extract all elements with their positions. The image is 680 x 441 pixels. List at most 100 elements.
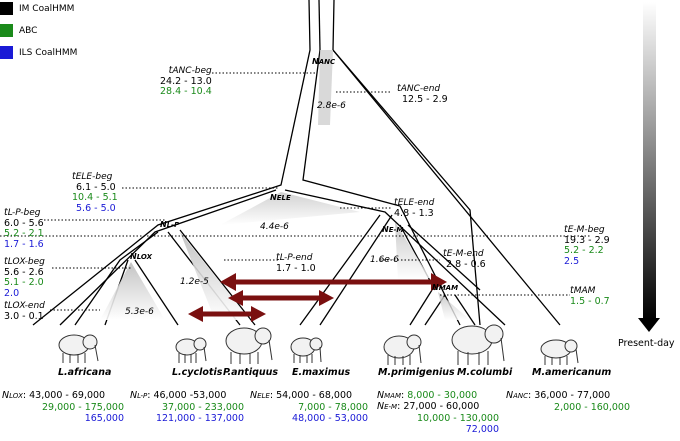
node-lp-n: N [160,220,167,229]
species-m-primigenius: M.primigenius [378,367,455,378]
elephant-icon-m-primigenius [383,334,422,365]
present-day-label: Present-day [618,338,675,349]
popsize-lox-v3: 165,000 [84,413,124,424]
species-e-maximus: E.maximus [292,367,351,378]
time-ele-beg-v1: 6.1 - 5.0 [76,181,116,193]
time-em-beg-sub: E-M-beg [567,225,605,235]
time-mam-t: t [570,285,574,296]
time-lp-end-head: tL-P-end [276,252,316,264]
time-arrow-head [638,318,660,332]
time-lp-end: tL-P-end 1.7 - 1.0 [276,252,316,274]
time-mam-v1: 1.5 - 0.7 [570,295,610,307]
popsize-em-head: NE-M: 27,000 - 60,000 [377,401,499,413]
mam-shade [438,292,470,320]
popsize-em-v1: : 27,000 - 60,000 [397,401,480,412]
time-lox-beg-t: t [4,256,8,267]
time-em-end-head: tE-M-end [443,248,486,260]
species-m-americanum: M.americanum [532,367,612,378]
popsize-lox-v1: : 43,000 - 69,000 [22,390,106,401]
species-l-cyclotis: L.cyclotis [172,367,223,378]
time-anc-beg-v2: 28.4 - 10.4 [160,86,212,97]
time-anc-beg-sub: ANC-beg [172,66,212,76]
time-lox-beg-v2: 5.1 - 2.0 [4,277,44,288]
rate-lp-end: 1.2e-5 [180,277,209,287]
time-em-beg: tE-M-beg 19.3 - 2.9 5.2 - 2.2 2.5 [564,224,610,267]
popsize-ele-n: N [250,390,258,401]
time-em-beg-v1: 19.3 - 2.9 [564,234,610,246]
time-gradient-bar [643,2,656,320]
time-anc-beg: tANC-beg 24.2 - 13.0 28.4 - 10.4 [160,65,212,98]
time-lp-beg-head: tL-P-beg [4,207,44,219]
rate-lox: 5.3e-6 [125,307,154,317]
time-em-end-t: t [443,248,447,259]
time-mam-head: tMAM [570,285,610,297]
tree-branches [32,0,561,326]
popsize-em: NE-M: 27,000 - 60,000 10,000 - 130,000 7… [377,401,499,435]
time-lox-end-v1: 3.0 - 0.1 [4,310,44,322]
time-em-end: tE-M-end 2.8 - 0.6 [443,248,486,270]
elephant-icon-m-americanum [540,339,579,365]
node-lox: NLOX [130,252,152,261]
time-em-beg-head: tE-M-beg [564,224,610,236]
arrow-head-lp-em-right [319,290,334,306]
time-ele-beg-v3: 5.6 - 5.0 [76,202,116,214]
time-lp-end-t: t [276,252,280,263]
node-lox-sub: LOX [136,253,153,261]
node-ele: NELE [270,193,291,202]
popsize-lox-sub: LOX [9,392,23,400]
time-anc-end-v1: 12.5 - 2.9 [402,93,448,105]
time-ele-end: tELE-end 4.8 - 1.3 [394,197,434,219]
popsize-lox-n: N [2,390,10,401]
legend-label-ils: ILS CoalHMM [19,48,78,58]
node-lox-n: N [130,252,137,261]
time-anc-end-sub: ANC-end [400,84,441,94]
popsize-lp-head: NL-P: 46,000 -53,000 [130,390,244,402]
time-lp-beg-sub: L-P-beg [7,208,41,218]
popsize-ele: NELE: 54,000 - 68,000 7,000 - 78,000 48,… [250,390,368,424]
popsize-mam-n: N [377,390,385,401]
node-anc-n: N [312,57,319,66]
popsize-lp-sub: L-P [137,392,148,400]
popsize-ele-head: NELE: 54,000 - 68,000 [250,390,368,402]
time-lox-beg-v1: 5.6 - 2.6 [4,266,44,278]
time-anc-beg-t: t [168,65,173,76]
time-lox-beg-v3: 2.0 [4,287,20,299]
time-ele-beg: tELE-beg 6.1 - 5.0 10.4 - 5.1 5.6 - 5.0 [72,171,118,214]
time-em-end-v1: 2.8 - 0.6 [446,258,486,270]
arrow-head-lox-lp-right [251,306,266,322]
node-mam: NMAM [432,283,458,292]
time-ele-beg-t: t [72,171,76,182]
popsize-anc-n: N [506,390,514,401]
node-lp-sub: L-P [166,221,180,229]
dotted-time-lines [0,72,590,311]
time-lox-beg-sub: LOX-beg [7,257,45,267]
legend-label-im: IM CoalHMM [19,4,75,14]
popsize-em-v2: 10,000 - 130,000 [417,413,499,424]
ele-shade [220,192,360,225]
popsize-mam-v2: 8,000 - 30,000 [407,390,478,401]
time-lp-beg: tL-P-beg 6.0 - 5.6 5.2 - 2.1 1.7 - 1.6 [4,207,44,250]
time-ele-end-head: tELE-end [394,197,434,209]
rate-ele: 4.4e-6 [260,222,289,232]
time-anc-end-head: tANC-end [397,83,448,95]
time-ele-end-t: t [394,197,398,208]
time-lp-beg-t: t [4,207,8,218]
legend-label-abc: ABC [19,26,38,36]
node-ele-n: N [270,193,277,202]
time-anc-beg-v1: 24.2 - 13.0 [160,75,212,87]
popsize-lp-v3: 121,000 - 137,000 [155,413,244,424]
popsize-em-v3: 72,000 [465,424,499,435]
node-mam-n: N [432,283,439,292]
popsize-lp-v2: 37,000 - 233,000 [162,402,244,413]
arrow-head-lp-em-left [228,290,243,306]
time-lp-beg-v2: 5.2 - 2.1 [4,228,44,239]
lox-shade [100,262,165,320]
elephant-icon-l-africana [58,334,99,363]
node-em-n: N [382,225,389,234]
legend-swatch-im [0,2,13,15]
rate-anc: 2.8e-6 [317,101,346,111]
legend-swatch-ils [0,46,13,59]
popsize-mam-sub: MAM [384,392,401,400]
popsize-ele-v1: : 54,000 - 68,000 [269,390,353,401]
